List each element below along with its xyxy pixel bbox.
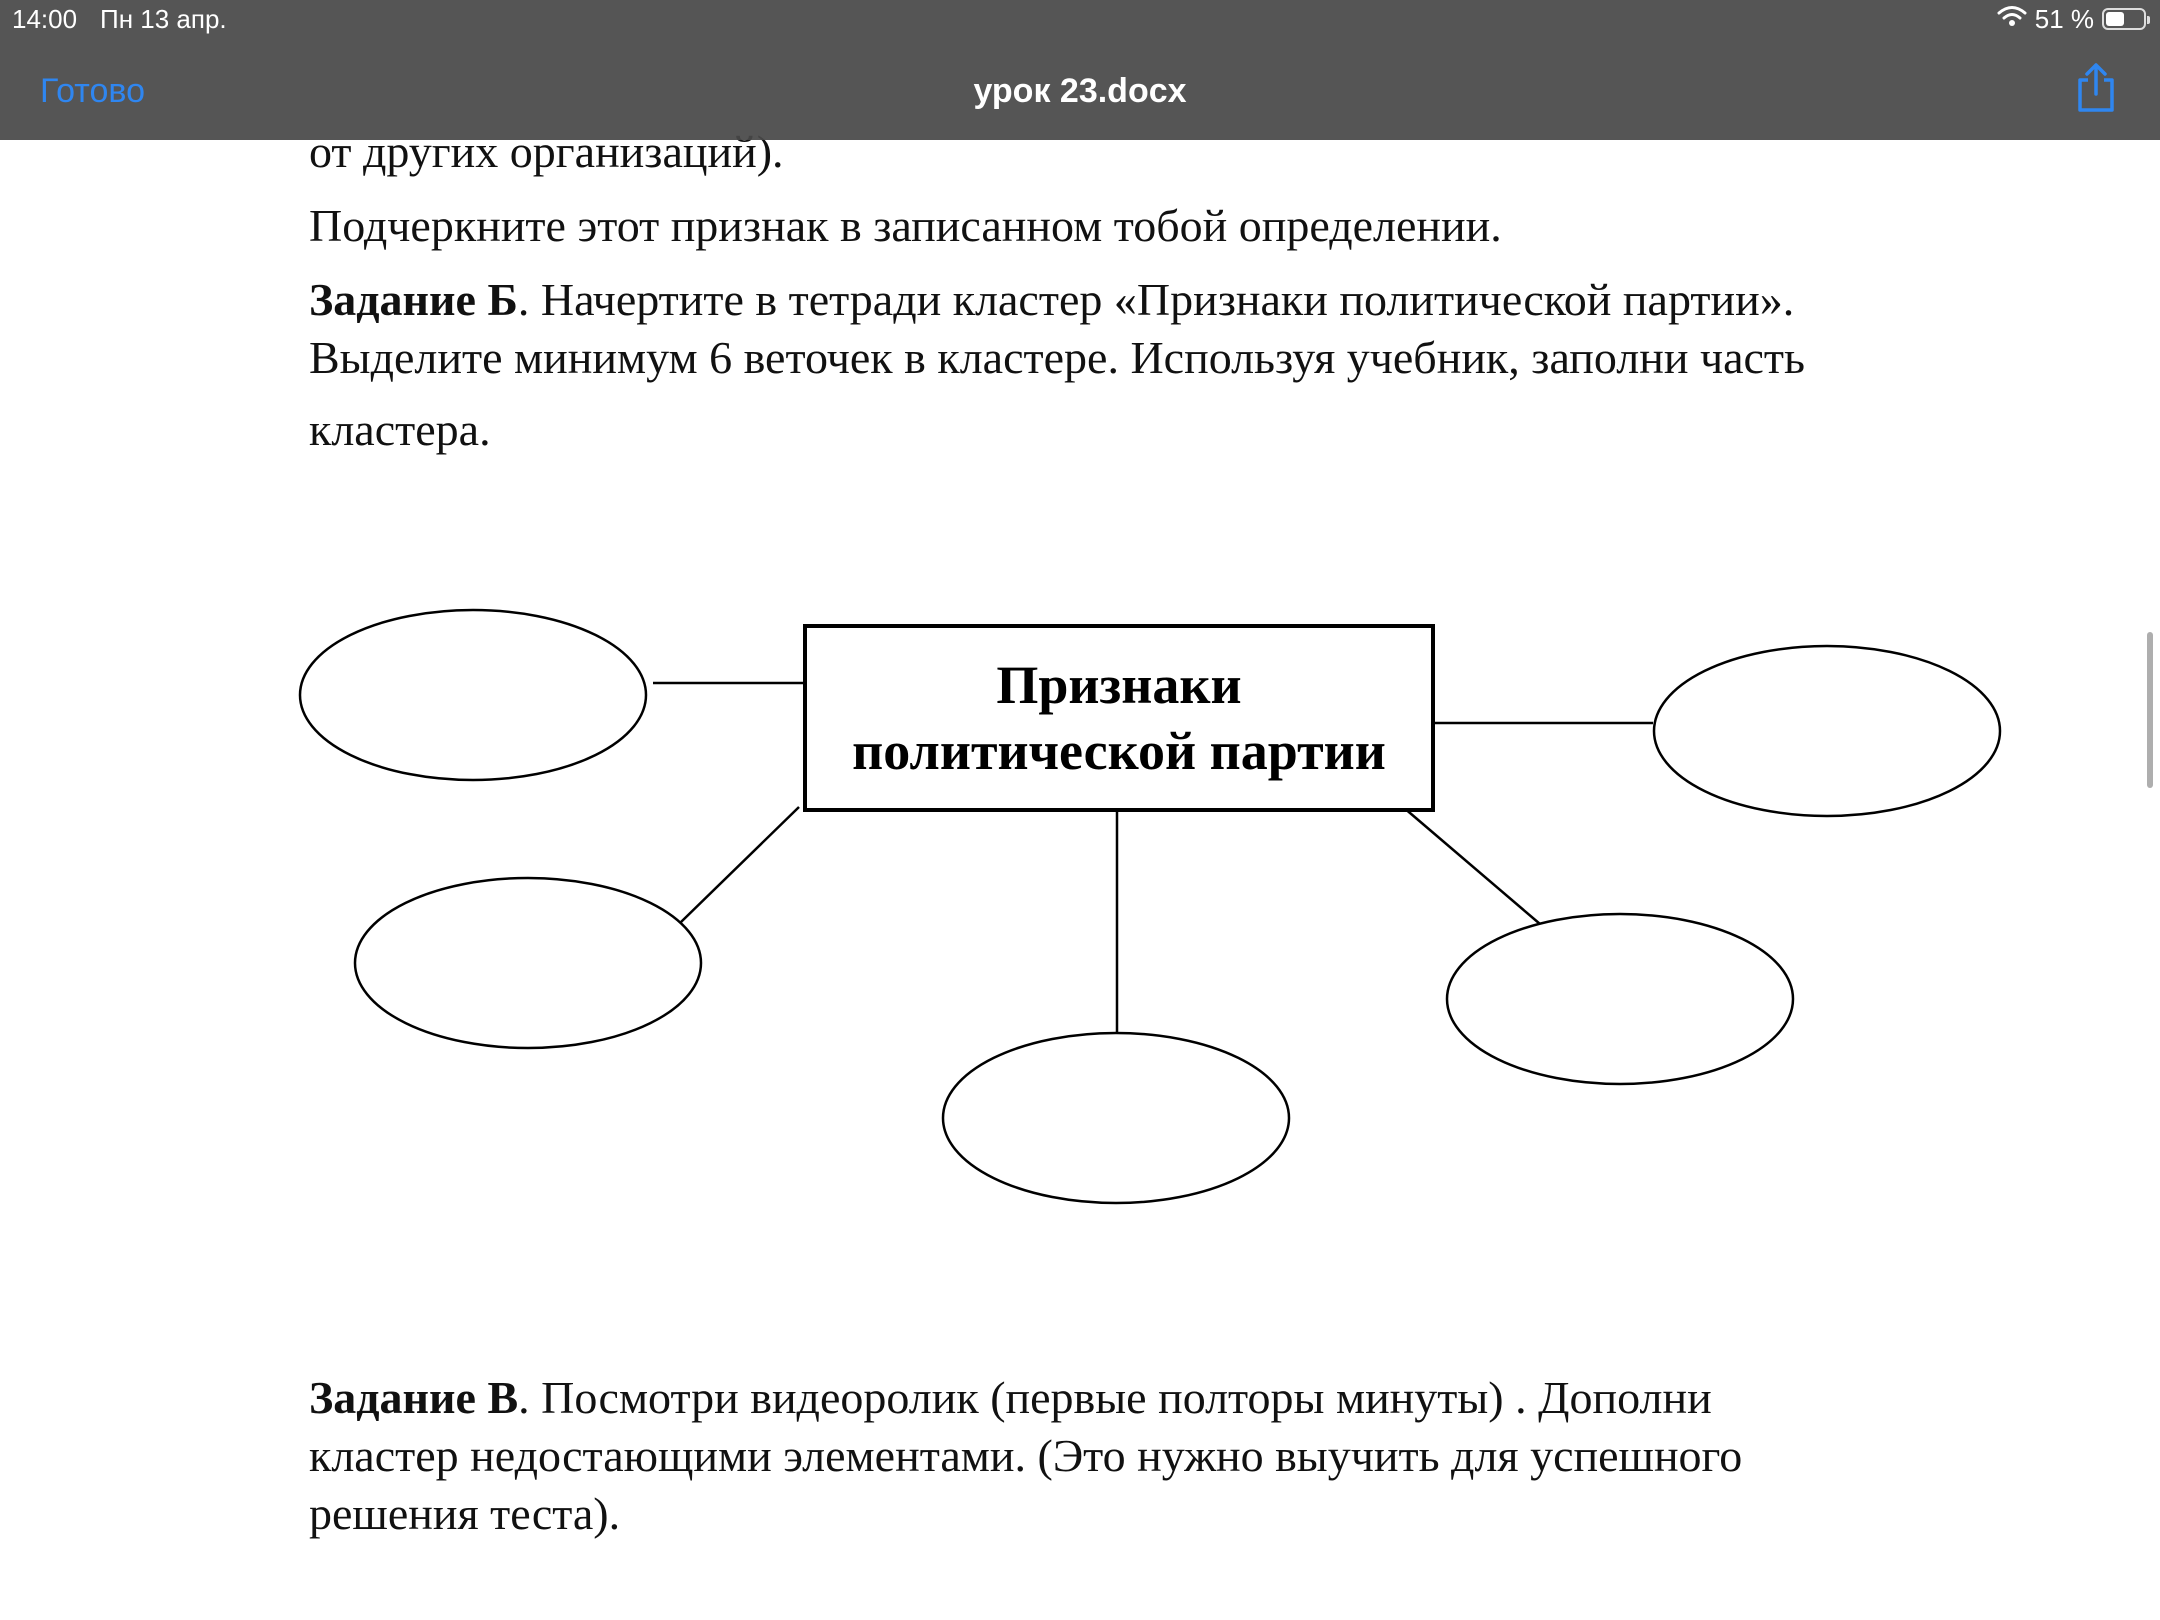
oval-bottom-center	[941, 1031, 1291, 1205]
top-toolbar: 14:00 Пн 13 апр. 51 % Готово урок 23.doc…	[0, 0, 2160, 140]
task-b-line-1: Задание Б. Начертите в тетради кластер «…	[309, 272, 1794, 328]
status-date: Пн 13 апр.	[100, 4, 227, 34]
battery-icon	[2102, 8, 2150, 30]
oval-bottom-right	[1445, 912, 1795, 1086]
oval-top-right	[1652, 644, 2002, 818]
oval-top-left	[298, 608, 648, 782]
vertical-scroll-indicator[interactable]	[2147, 632, 2153, 788]
oval-bottom-left	[353, 876, 703, 1050]
task-v-line-1: Задание В. Посмотри видеоролик (первые п…	[309, 1370, 1712, 1426]
battery-percent: 51 %	[2034, 3, 2094, 34]
task-v-line-3: решения теста).	[309, 1488, 621, 1539]
cluster-center-box: Признаки политической партии	[803, 624, 1435, 812]
task-b-line-1-text: . Начертите в тетради кластер «Признаки …	[517, 274, 1795, 325]
cluster-center-line-2: политической партии	[852, 721, 1386, 781]
branch-line-bottom-right	[1402, 806, 1541, 925]
task-b-line-3: кластера.	[309, 404, 491, 455]
done-button[interactable]: Готово	[40, 72, 145, 110]
cluster-center-line-1: Признаки	[996, 655, 1242, 715]
task-v-line-2: кластер недостающими элементами. (Это ну…	[309, 1430, 1743, 1481]
document-title: урок 23.docx	[973, 72, 1187, 110]
status-time: 14:00	[12, 4, 78, 34]
task-v-label: Задание В	[309, 1372, 519, 1423]
wifi-icon	[1997, 4, 2027, 35]
doc-underline-instruction: Подчеркните этот признак в записанном то…	[309, 200, 1502, 251]
task-b-label: Задание Б	[309, 274, 518, 325]
task-b-line-2: Выделите минимум 6 веточек в кластере. И…	[309, 332, 1806, 383]
status-right-group: 51 %	[1997, 3, 2150, 35]
battery-fill	[2106, 12, 2125, 26]
task-v-line-1-text: . Посмотри видеоролик (первые полторы ми…	[518, 1372, 1712, 1423]
branch-line-bottom-left	[680, 806, 800, 923]
share-icon[interactable]	[2074, 62, 2118, 114]
